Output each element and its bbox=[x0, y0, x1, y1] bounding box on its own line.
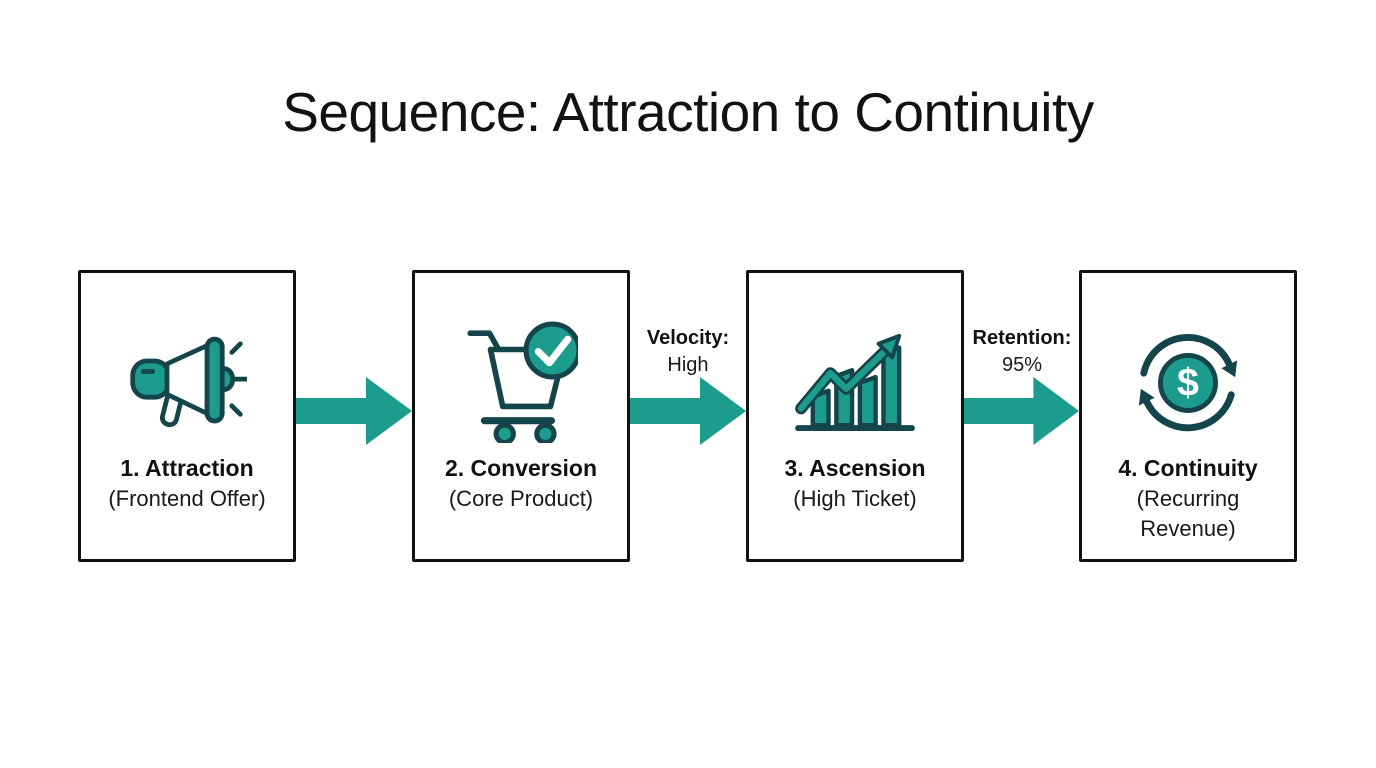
recurring-revenue-icon: $ bbox=[1082, 323, 1294, 438]
stage-sublabel: (Frontend Offer) bbox=[108, 486, 266, 511]
connector-caption-retention: Retention: 95% bbox=[958, 325, 1086, 379]
stage-box-attraction: 1. Attraction (Frontend Offer) bbox=[78, 270, 296, 562]
connector-value: 95% bbox=[1001, 354, 1043, 376]
stage-box-ascension: 3. Ascension (High Ticket) bbox=[746, 270, 964, 562]
dollar-icon: $ bbox=[1177, 360, 1199, 404]
flow-arrow-2 bbox=[630, 377, 746, 445]
connector-label: Velocity: bbox=[646, 327, 730, 349]
connector-caption-velocity: Velocity: High bbox=[624, 325, 752, 379]
stage-box-conversion: 2. Conversion (Core Product) bbox=[412, 270, 630, 562]
stage-label: 2. Conversion bbox=[444, 455, 598, 481]
flow-arrow-3 bbox=[964, 377, 1079, 445]
page-title: Sequence: Attraction to Continuity bbox=[282, 81, 1094, 143]
megaphone-icon bbox=[81, 323, 293, 438]
stage-label: 4. Continuity bbox=[1118, 455, 1258, 481]
stage-label: 3. Ascension bbox=[784, 455, 926, 481]
connector-value: High bbox=[667, 354, 709, 376]
growth-chart-icon bbox=[749, 323, 961, 438]
stage-box-continuity: $ 4. Continuity (Recurring Revenue) bbox=[1079, 270, 1297, 562]
cart-check-icon bbox=[415, 321, 627, 443]
stage-sublabel: (Recurring Revenue) bbox=[1136, 486, 1240, 541]
connector-label: Retention: bbox=[972, 327, 1072, 349]
stage-sublabel: (Core Product) bbox=[448, 486, 594, 511]
stage-label: 1. Attraction bbox=[120, 455, 254, 481]
stage-sublabel: (High Ticket) bbox=[793, 486, 917, 511]
flow-arrow-1 bbox=[296, 377, 412, 445]
